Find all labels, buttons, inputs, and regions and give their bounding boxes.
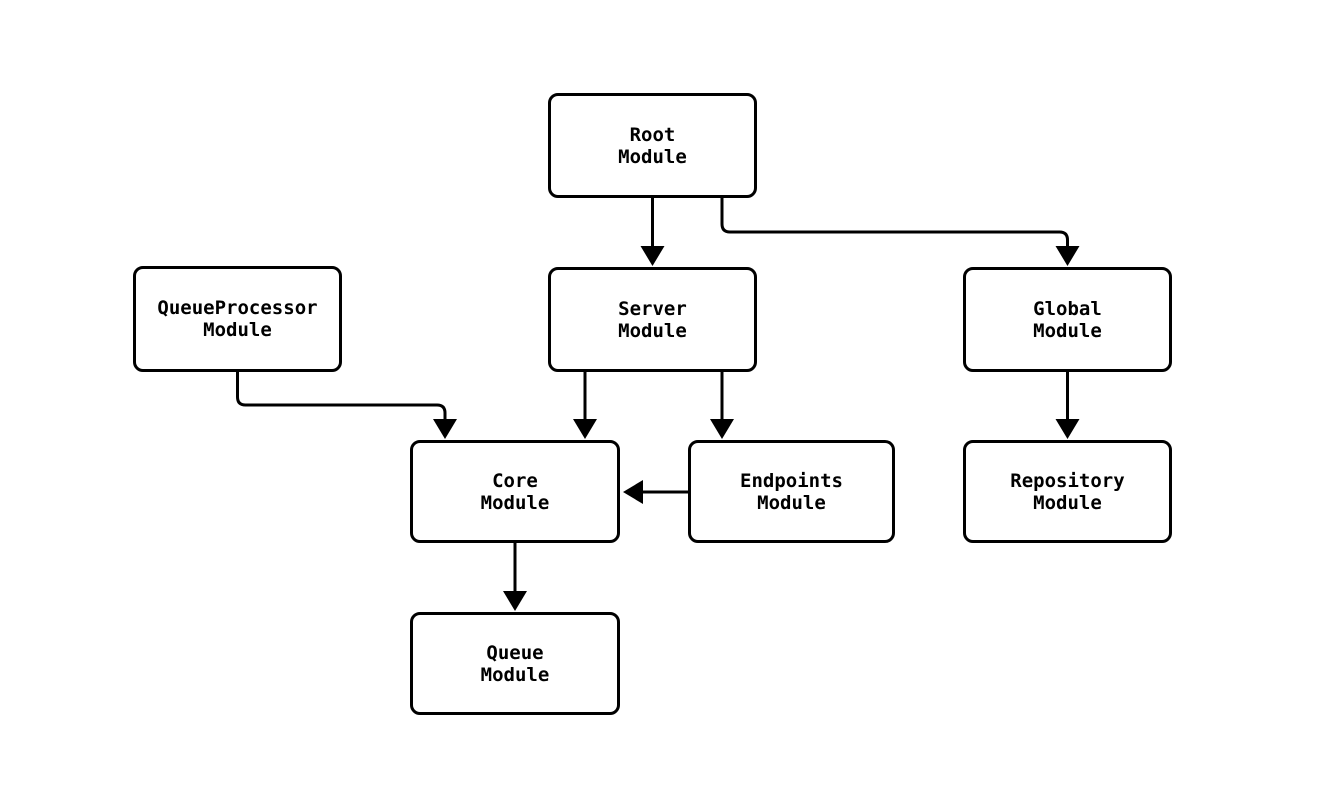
edge-server-to-endpoints [710, 372, 734, 439]
edge-queueprocessor-to-core [236, 372, 457, 439]
node-queueprocessor-module: QueueProcessor Module [133, 266, 342, 372]
node-global-module: Global Module [963, 267, 1172, 372]
node-queue-module: Queue Module [410, 612, 620, 715]
node-core-module: Core Module [410, 440, 620, 543]
edge-server-to-core [573, 372, 597, 439]
node-root-module: Root Module [548, 93, 757, 198]
node-server-module: Server Module [548, 267, 757, 372]
edge-endpoints-to-core [623, 480, 688, 504]
edge-root-to-server [640, 198, 665, 266]
edge-core-to-queue [503, 543, 527, 611]
node-repository-module: Repository Module [963, 440, 1172, 543]
edge-root-to-global [720, 198, 1080, 266]
node-endpoints-module: Endpoints Module [688, 440, 895, 543]
edge-global-to-repository [1055, 372, 1080, 439]
